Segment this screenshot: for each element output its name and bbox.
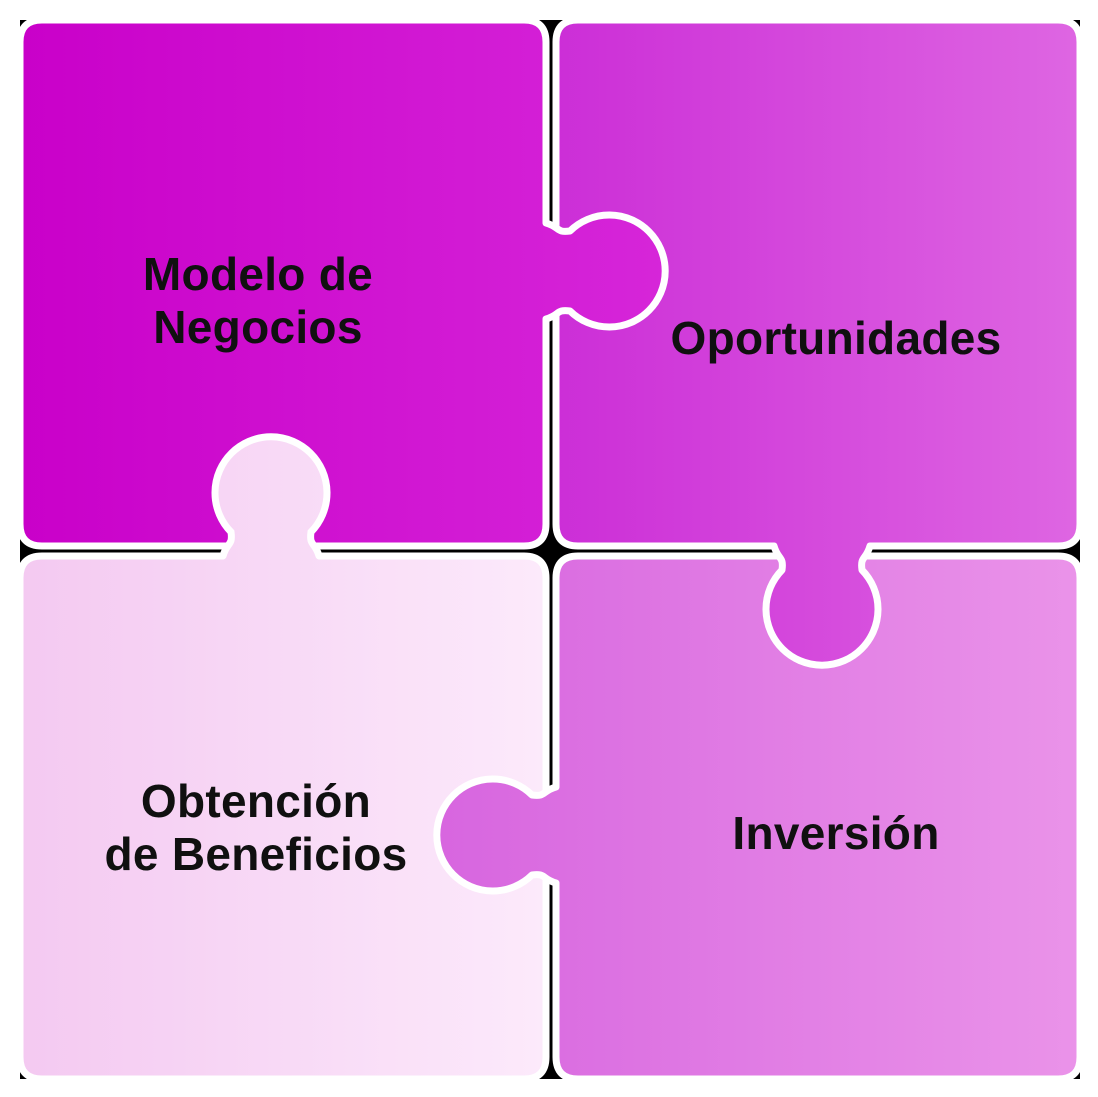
puzzle-piece-bottom-right	[433, 552, 1084, 1083]
puzzle-piece-top-right	[552, 16, 1084, 669]
puzzle-piece-top-left	[16, 16, 669, 550]
puzzle-tab-bottom-left-outline	[211, 433, 331, 560]
puzzle-tab-bottom-left-fill	[215, 436, 327, 565]
